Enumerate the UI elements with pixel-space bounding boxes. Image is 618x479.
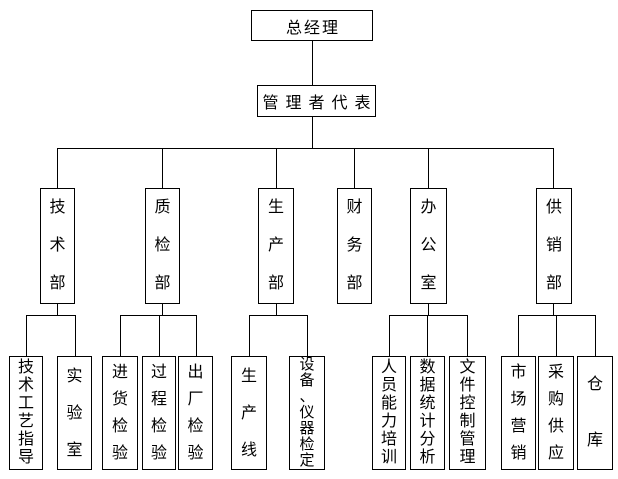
node-dept-supply-sales: 供销部 xyxy=(536,188,572,304)
connector-line xyxy=(162,148,163,188)
node-equipment-instrument-calibration: 设备、仪器检定 xyxy=(289,356,325,470)
node-personnel-capability-training: 人员能力培训 xyxy=(372,356,406,470)
connector-line xyxy=(249,315,308,316)
connector-line xyxy=(389,315,390,356)
connector-line xyxy=(57,304,58,316)
node-dept-technology: 技术部 xyxy=(40,188,75,304)
node-label: 供销部 xyxy=(546,199,563,292)
node-label: 采购供应 xyxy=(548,364,565,462)
node-incoming-inspection: 进货检验 xyxy=(102,356,138,470)
node-data-statistics-analysis: 数据统计分析 xyxy=(410,356,445,470)
node-label: 进货检验 xyxy=(112,364,129,462)
connector-line xyxy=(276,148,277,188)
connector-line xyxy=(518,315,596,316)
node-label: 质检部 xyxy=(154,199,171,292)
node-dept-finance: 财务部 xyxy=(337,188,372,304)
connector-line xyxy=(249,315,250,356)
connector-line xyxy=(26,315,76,316)
connector-line xyxy=(312,41,313,85)
connector-line xyxy=(196,315,197,356)
connector-line xyxy=(57,148,554,149)
node-label: 总经理 xyxy=(285,19,340,37)
node-label: 过程检验 xyxy=(151,364,168,462)
connector-line xyxy=(57,148,58,188)
node-label: 数据统计分析 xyxy=(419,359,436,466)
node-label: 人员能力培训 xyxy=(381,359,398,466)
node-label: 文件控制管理 xyxy=(459,359,476,466)
connector-line xyxy=(556,315,557,356)
node-label: 仓库 xyxy=(587,376,604,449)
connector-line xyxy=(120,315,197,316)
node-dept-quality-inspection: 质检部 xyxy=(145,188,180,304)
node-document-control-management: 文件控制管理 xyxy=(449,356,486,470)
node-purchasing-supply: 采购供应 xyxy=(538,356,574,470)
node-label: 设备、仪器检定 xyxy=(299,357,315,469)
connector-line xyxy=(518,315,519,356)
connector-line xyxy=(428,304,429,316)
connector-line xyxy=(427,315,428,356)
connector-line xyxy=(467,315,468,356)
node-process-inspection: 过程检验 xyxy=(142,356,176,470)
connector-line xyxy=(312,117,313,148)
connector-line xyxy=(428,148,429,188)
connector-line xyxy=(276,304,277,316)
connector-line xyxy=(389,315,468,316)
node-dept-production: 生产部 xyxy=(258,188,294,304)
node-general-manager: 总经理 xyxy=(251,10,373,41)
node-warehouse: 仓库 xyxy=(577,356,613,470)
connector-line xyxy=(354,148,355,188)
node-management-representative: 管理者代表 xyxy=(257,85,376,117)
node-label: 技术部 xyxy=(49,199,66,292)
node-label: 办公室 xyxy=(420,199,437,292)
node-label: 管理者代表 xyxy=(262,95,378,112)
connector-line xyxy=(120,315,121,356)
node-outgoing-inspection: 出厂检验 xyxy=(178,356,213,470)
node-laboratory: 实验室 xyxy=(57,356,92,470)
connector-line xyxy=(26,315,27,356)
connector-line xyxy=(553,304,554,316)
node-label: 技术工艺指导 xyxy=(18,359,35,466)
connector-line xyxy=(75,315,76,356)
node-marketing: 市场营销 xyxy=(501,356,536,470)
node-label: 市场营销 xyxy=(510,364,527,462)
node-tech-process-guidance: 技术工艺指导 xyxy=(9,356,43,470)
node-label: 出厂检验 xyxy=(187,364,204,462)
node-dept-office: 办公室 xyxy=(410,188,447,304)
node-label: 财务部 xyxy=(346,199,363,292)
connector-line xyxy=(159,315,160,356)
connector-line xyxy=(307,315,308,356)
node-label: 生产部 xyxy=(268,199,285,292)
connector-line xyxy=(553,148,554,188)
node-label: 生产线 xyxy=(241,367,258,459)
node-label: 实验室 xyxy=(66,367,83,459)
node-production-line: 生产线 xyxy=(231,356,267,470)
connector-line xyxy=(162,304,163,316)
connector-line xyxy=(595,315,596,356)
